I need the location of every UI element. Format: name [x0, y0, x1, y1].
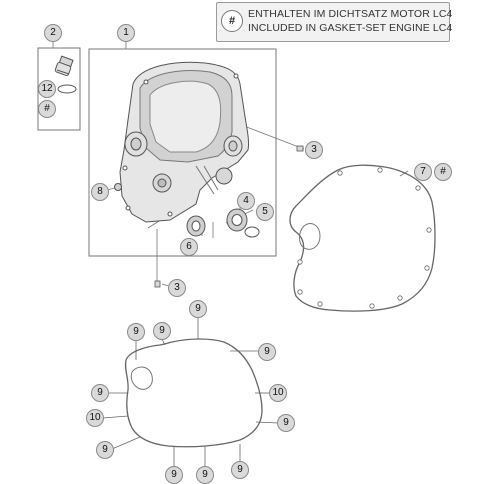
- legend-text: ENTHALTEN IM DICHTSATZ MOTOR LC4 INCLUDE…: [248, 7, 452, 35]
- clutch-cover: [119, 61, 249, 223]
- plug-screw: [114, 183, 122, 191]
- inner-cover-gasket: [124, 338, 263, 448]
- hash-symbol: #: [221, 10, 243, 32]
- callout-9-left-mid: 9: [91, 384, 109, 402]
- callout-9-right-top: 9: [258, 343, 276, 361]
- callout-10-right: 10: [269, 384, 287, 402]
- callout-12: 12: [38, 80, 56, 98]
- callout-2: 2: [44, 24, 62, 42]
- callout-3-lower: 3: [168, 279, 186, 297]
- callout-5: 5: [256, 203, 274, 221]
- legend-line-german: ENTHALTEN IM DICHTSATZ MOTOR LC4: [248, 8, 453, 20]
- callout-9-upper-mid: 9: [153, 322, 171, 340]
- callout-9-top: 9: [189, 300, 207, 318]
- callout-2-hash: #: [38, 100, 56, 118]
- callout-8: 8: [91, 183, 109, 201]
- callout-4: 4: [237, 192, 255, 210]
- callout-9-bottom-b: 9: [196, 466, 214, 484]
- inner-gasket-window: [130, 366, 153, 390]
- callout-9-bottom-a: 9: [165, 466, 183, 484]
- cover-assembly-frame: [88, 48, 277, 257]
- callout-1: 1: [117, 24, 135, 42]
- gasket-set-legend: # ENTHALTEN IM DICHTSATZ MOTOR LC4 INCLU…: [216, 2, 452, 42]
- oil-filler-plug: [54, 55, 77, 94]
- callout-9-bottom-right: 9: [231, 461, 249, 479]
- callout-9-upper-left: 9: [127, 323, 145, 341]
- outer-gasket-bolt-holes: [297, 167, 432, 309]
- callout-10-left: 10: [86, 409, 104, 427]
- callout-7: 7: [414, 163, 432, 181]
- cover-bolts: [154, 145, 304, 288]
- callout-3-upper: 3: [305, 141, 323, 159]
- legend-line-english: INCLUDED IN GASKET-SET ENGINE LC4: [248, 22, 453, 34]
- callout-7-hash: #: [434, 163, 452, 181]
- outer-cover-gasket: [289, 164, 436, 312]
- outer-gasket-window: [299, 223, 321, 250]
- callout-9-bottom-left: 9: [96, 441, 114, 459]
- callout-9-right-low: 9: [277, 414, 295, 432]
- shaft-seals: [186, 208, 248, 237]
- gasket-leaders: [102, 318, 279, 467]
- o-ring: [244, 226, 260, 238]
- callout-6: 6: [180, 238, 198, 256]
